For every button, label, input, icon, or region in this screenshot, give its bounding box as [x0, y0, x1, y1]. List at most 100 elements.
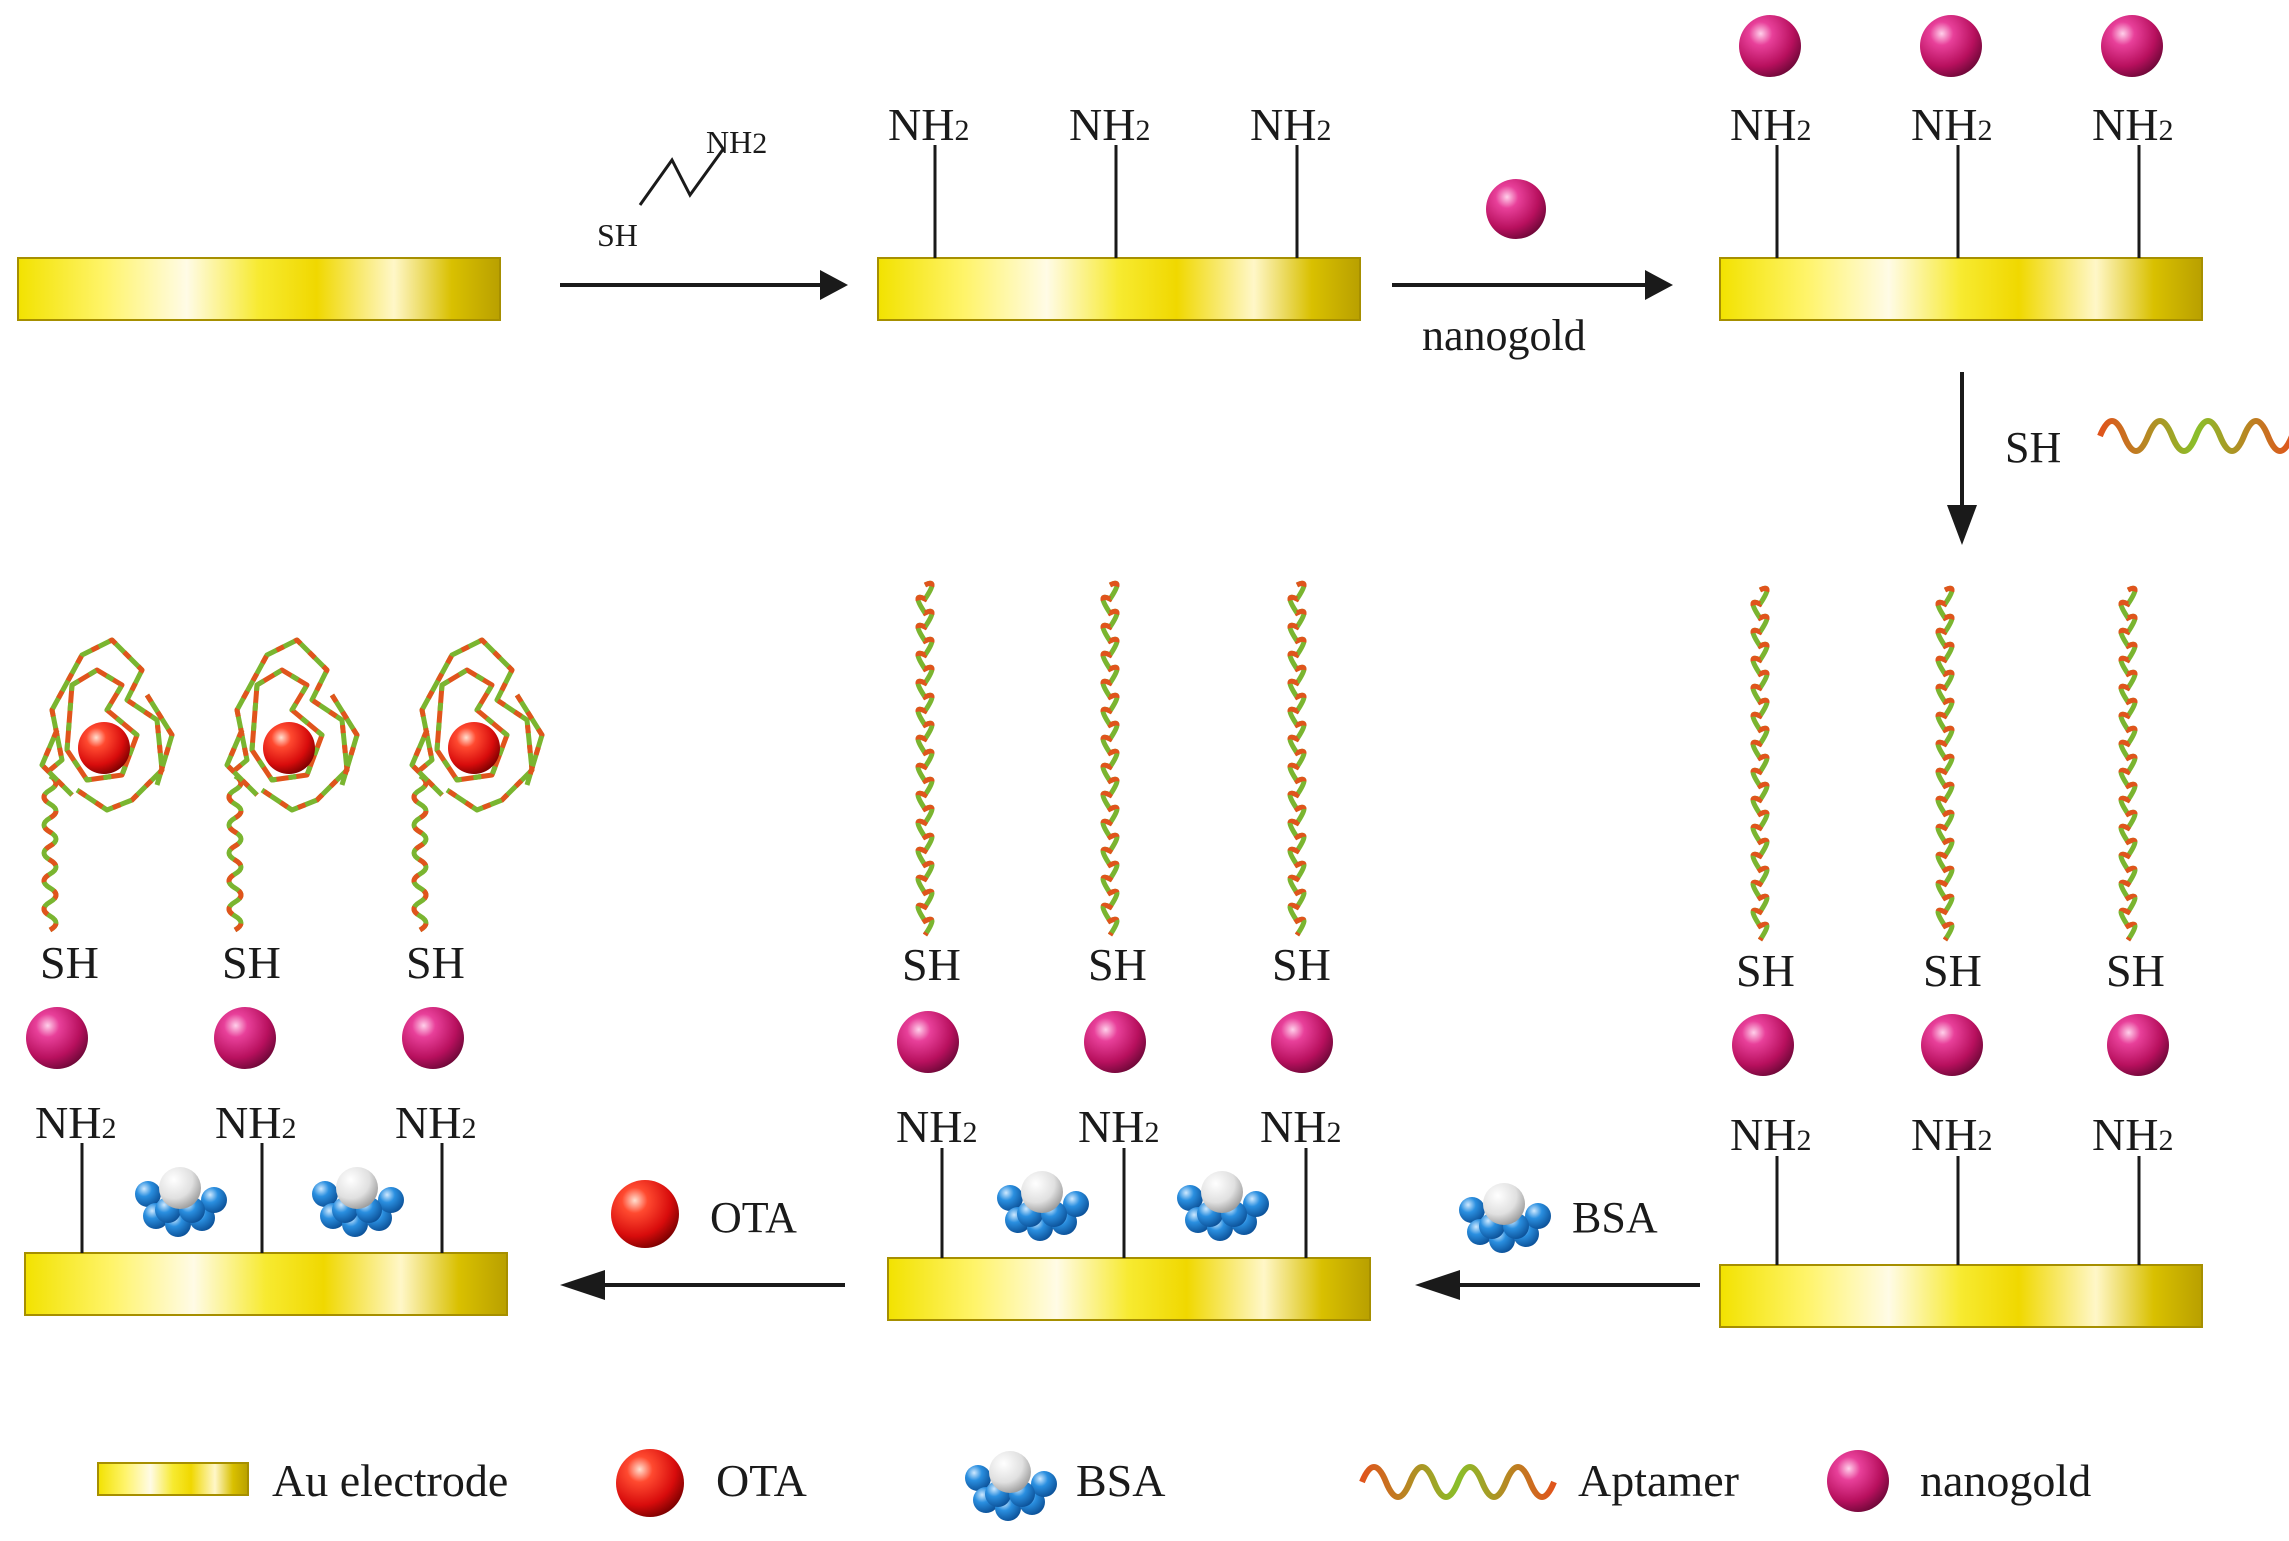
aptamer-ota-complex — [224, 637, 360, 933]
legend-nanogold-label: nanogold — [1920, 1455, 2091, 1506]
nh2-label: NH2 — [1069, 99, 1150, 150]
au-electrode — [17, 257, 501, 321]
sh-label: SH — [406, 937, 465, 988]
bsa-core — [159, 1167, 201, 1209]
bsa-bead — [312, 1181, 338, 1207]
nh2-label: NH2 — [2092, 99, 2173, 150]
aptamer-strand-highlight — [1750, 585, 1770, 942]
aptamer-strand-highlight — [915, 580, 935, 937]
sh-label: SH — [1736, 945, 1795, 996]
arrow-bsa: BSA — [1415, 1183, 1700, 1300]
legend-nanogold-icon — [1827, 1450, 1889, 1512]
step-5-bsa-blocked-electrode: NH2 NH2 NH2 SH SH SH — [887, 580, 1371, 1321]
au-electrode — [887, 1257, 1371, 1321]
cysteamine-sh-label: SH — [597, 217, 638, 253]
bsa-core — [336, 1167, 378, 1209]
arrow-aptamer: SH — [1947, 372, 2289, 545]
nanogold-particle — [1921, 1014, 1983, 1076]
cysteamine-linker-icon — [638, 147, 726, 206]
au-electrode — [877, 257, 1361, 321]
ota-molecule — [78, 722, 130, 774]
nanogold-particle — [1084, 1011, 1146, 1073]
sh-label: SH — [1272, 939, 1331, 990]
legend-aptamer-icon — [1359, 1464, 1557, 1500]
nh2-label: NH2 — [1911, 99, 1992, 150]
nh2-label: NH2 — [2092, 1109, 2173, 1160]
bsa-bead — [1031, 1471, 1057, 1497]
au-electrode — [1719, 257, 2203, 321]
bsa-bead — [378, 1187, 404, 1213]
bsa-bead — [1459, 1197, 1485, 1223]
arrow-nanogold: nanogold — [1392, 179, 1673, 360]
bsa-step-label: BSA — [1572, 1193, 1658, 1242]
nh2-label: NH2 — [1730, 1109, 1811, 1160]
legend-aptamer-label: Aptamer — [1578, 1455, 1739, 1506]
legend-bsa-label: BSA — [1076, 1455, 1165, 1506]
nanogold-particle — [402, 1007, 464, 1069]
aptamer-ota-complex — [409, 637, 545, 933]
aptamer-strand-highlight — [1935, 585, 1955, 942]
nanogold-particle — [26, 1007, 88, 1069]
nanogold-particle — [214, 1007, 276, 1069]
arrow-ota: OTA — [560, 1180, 845, 1300]
nh2-label: NH2 — [1730, 99, 1811, 150]
nh2-label: NH2 — [1078, 1101, 1159, 1152]
nh2-label: NH2 — [888, 99, 969, 150]
aptamer-fold — [409, 693, 545, 797]
aptamer-stem — [226, 773, 244, 933]
bsa-bead — [997, 1185, 1023, 1211]
aptamer-strand-highlight — [1287, 580, 1307, 937]
step-6-ota-bound-electrode: NH2 NH2 NH2 SH SH SH — [24, 637, 545, 1316]
step-1-bare-electrode — [17, 257, 501, 321]
bsa-bead — [965, 1465, 991, 1491]
aptamer-fold — [249, 667, 325, 783]
sh-label: SH — [40, 937, 99, 988]
aptamer-fold — [224, 693, 360, 797]
bsa-bead — [135, 1181, 161, 1207]
aptamer-fold — [64, 667, 140, 783]
nh2-label: NH2 — [1911, 1109, 1992, 1160]
nanogold-particle — [897, 1011, 959, 1073]
bsa-protein — [312, 1167, 404, 1237]
bsa-protein — [135, 1167, 227, 1237]
aptamer-fold — [434, 667, 510, 783]
nanogold-particle — [1271, 1011, 1333, 1073]
aptamer-strand-highlight — [2118, 585, 2138, 942]
au-electrode — [1719, 1264, 2203, 1328]
arrow-cysteamine: SH NH2 — [560, 124, 848, 300]
aptamer-fold — [418, 637, 535, 813]
nanogold-particle — [1920, 15, 1982, 77]
aptamer-strand-highlight — [1100, 580, 1120, 937]
bsa-bead — [1525, 1203, 1551, 1229]
sh-label: SH — [902, 939, 961, 990]
legend-ota-label: OTA — [716, 1455, 807, 1506]
bsa-bead — [201, 1187, 227, 1213]
bsa-core — [1201, 1171, 1243, 1213]
aptamer-sh-label: SH — [2005, 423, 2061, 472]
step-4-aptamer-electrode: NH2 NH2 NH2 SH SH SH — [1719, 585, 2203, 1328]
nh2-label: NH2 — [1260, 1101, 1341, 1152]
step-2-amine-electrode: NH2 NH2 NH2 — [877, 99, 1361, 321]
sh-label: SH — [222, 937, 281, 988]
nanogold-icon — [1486, 179, 1546, 239]
nanogold-particle — [2101, 15, 2163, 77]
cysteamine-nh2-label: NH2 — [706, 124, 767, 160]
bsa-bead — [1243, 1191, 1269, 1217]
au-electrode — [24, 1252, 508, 1316]
aptamer-fold — [48, 637, 165, 813]
bsa-bead — [1063, 1191, 1089, 1217]
nanogold-particle — [1732, 1014, 1794, 1076]
ota-molecule — [448, 722, 500, 774]
bsa-core — [1021, 1171, 1063, 1213]
ota-step-label: OTA — [710, 1193, 797, 1242]
aptamer-stem — [41, 773, 59, 933]
ota-molecule — [263, 722, 315, 774]
nanogold-particle — [1739, 15, 1801, 77]
ota-icon — [611, 1180, 679, 1248]
bsa-icon — [1459, 1183, 1551, 1253]
bsa-core — [989, 1451, 1031, 1493]
legend-electrode-label: Au electrode — [272, 1455, 508, 1506]
aptamer-ota-complex — [39, 637, 175, 933]
bsa-bead — [1177, 1185, 1203, 1211]
